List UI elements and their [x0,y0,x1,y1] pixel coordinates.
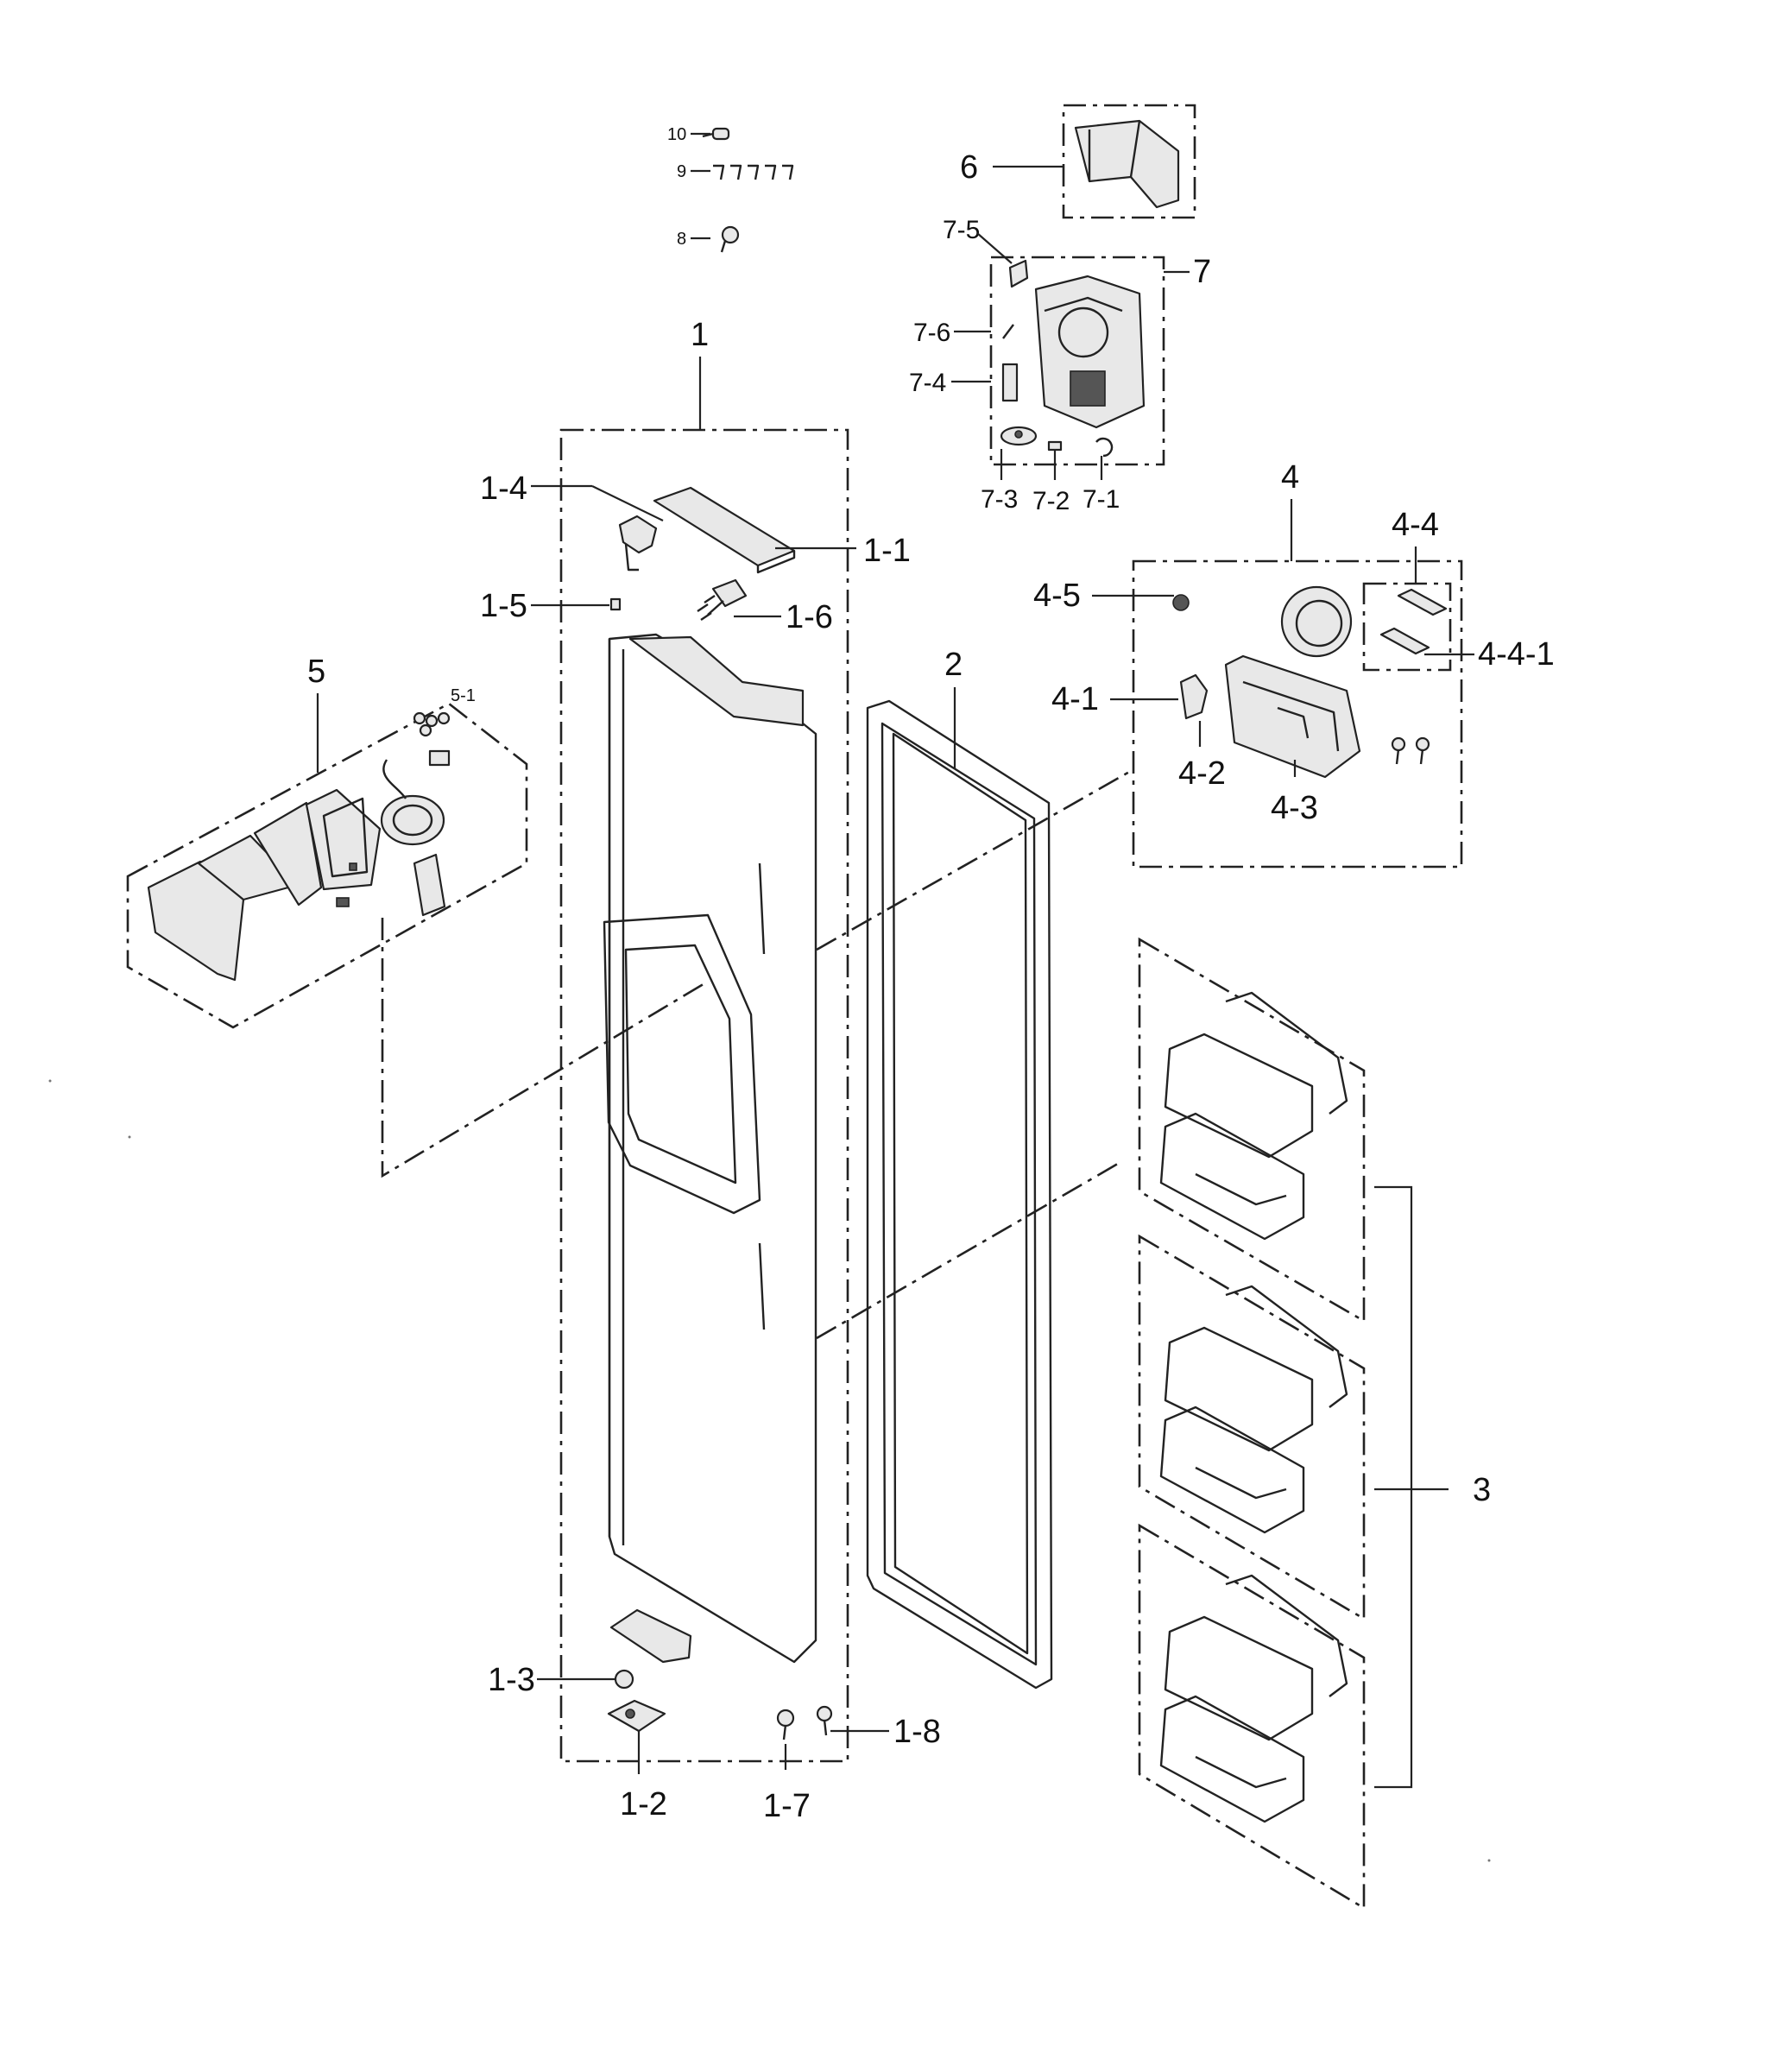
part-4-screws-icon [1391,736,1430,765]
bin-box-3 [1138,1523,1366,1911]
callout-1-7: 1-7 [763,1788,811,1824]
part-1-4-icon [618,515,658,572]
part-6-group: 6 [960,104,1196,219]
part-3-group: 3 [1138,937,1491,1911]
callout-7-3: 7-3 [981,485,1018,514]
callout-1-3: 1-3 [488,1662,535,1698]
callout-4-2: 4-2 [1178,755,1226,792]
assembly-lines [381,769,1132,1340]
bin-box-2 [1138,1234,1366,1621]
part-7-4-icon [1001,363,1019,402]
callout-8: 8 [677,230,686,249]
part-5-control-panel-icon [147,788,382,982]
screw-8-icon [720,225,740,253]
callout-7-4: 7-4 [909,369,946,397]
bin-box-1 [1138,937,1366,1323]
part-1-5-icon [609,597,622,611]
callout-5-1: 5-1 [451,686,476,705]
part-4-4-icon [1379,588,1448,655]
part-5-group: 5 5-1 [126,654,528,1029]
callout-1-5: 1-5 [480,588,527,624]
callout-9: 9 [677,162,686,181]
part-7-box [989,256,1165,466]
callout-4-4: 4-4 [1392,507,1439,543]
callout-1: 1 [691,317,709,353]
callout-1-6: 1-6 [786,599,833,635]
part-4-5-icon [1172,594,1190,611]
part-1-1-plate-icon [653,486,796,574]
part-1-3-icon [614,1669,634,1690]
screw-set-9-icon [713,164,794,180]
part-1-group: 1 1-4 1-1 1-5 1 [480,317,941,1824]
callout-1-8: 1-8 [893,1714,941,1750]
callout-3: 3 [1473,1472,1491,1508]
part-1-6-spring-icon [697,578,748,621]
callout-7-2: 7-2 [1032,487,1070,515]
door-panel-icon [603,633,817,1664]
part-2-group: 2 [866,647,1053,1690]
part-7-group: 7 7-5 7-6 7-4 7-3 7-2 7-1 [909,216,1211,515]
callout-7-5: 7-5 [943,216,980,244]
part-5-box [126,702,528,1029]
callout-7-1: 7-1 [1083,485,1120,514]
callout-7-6: 7-6 [913,319,950,347]
part-4-box [1132,559,1463,869]
part-4-1-icon [1179,673,1209,720]
part-7-2-icon [1047,440,1063,452]
part-1-2-icon [607,1699,666,1733]
door-bin-pair-1-icon [1159,991,1348,1241]
door-bin-pair-2-icon [1159,1285,1348,1534]
callout-7: 7 [1193,254,1211,290]
part-7-3-gear-icon [1000,426,1038,446]
part-7-1-clip-icon [1095,437,1114,458]
part-5-dispenser-module-icon [336,749,451,917]
part-4-3-housing-icon [1224,654,1361,779]
callout-1-2: 1-2 [620,1786,667,1822]
callout-5: 5 [307,654,325,690]
callout-2: 2 [944,647,963,683]
door-gasket-icon [866,699,1053,1690]
part-1-box [559,428,849,1763]
part-1-7-screw-icon [776,1709,795,1740]
part-4-4-box [1362,582,1452,672]
callout-1-1: 1-1 [863,533,911,569]
part-7-housing-icon [1034,275,1146,429]
door-bin-pair-3-icon [1159,1574,1348,1823]
callout-4: 4 [1281,459,1299,496]
part-4-group: 4 4-5 4-4 4-4-1 4-3 4-1 4-2 [1033,459,1555,869]
part-1-hinge-bracket-icon [609,1608,692,1664]
part-4-round-cover-icon [1280,585,1353,658]
callout-1-4: 1-4 [480,471,527,507]
fastener-group: 10 9 8 [667,125,794,253]
callout-4-5: 4-5 [1033,578,1081,614]
part-7-5-icon [1008,259,1029,288]
callout-10: 10 [667,125,686,144]
part-6-cover-icon [1074,119,1180,209]
part-1-8-screw-icon [816,1705,833,1736]
callout-4-4-1: 4-4-1 [1478,636,1555,673]
callout-4-3: 4-3 [1271,790,1318,826]
callout-4-1: 4-1 [1051,681,1099,717]
screw-10-icon [702,127,730,141]
part-7-6-pin-icon [1002,324,1014,339]
part-5-1-screws-icon [413,711,451,737]
callout-6: 6 [960,149,978,186]
